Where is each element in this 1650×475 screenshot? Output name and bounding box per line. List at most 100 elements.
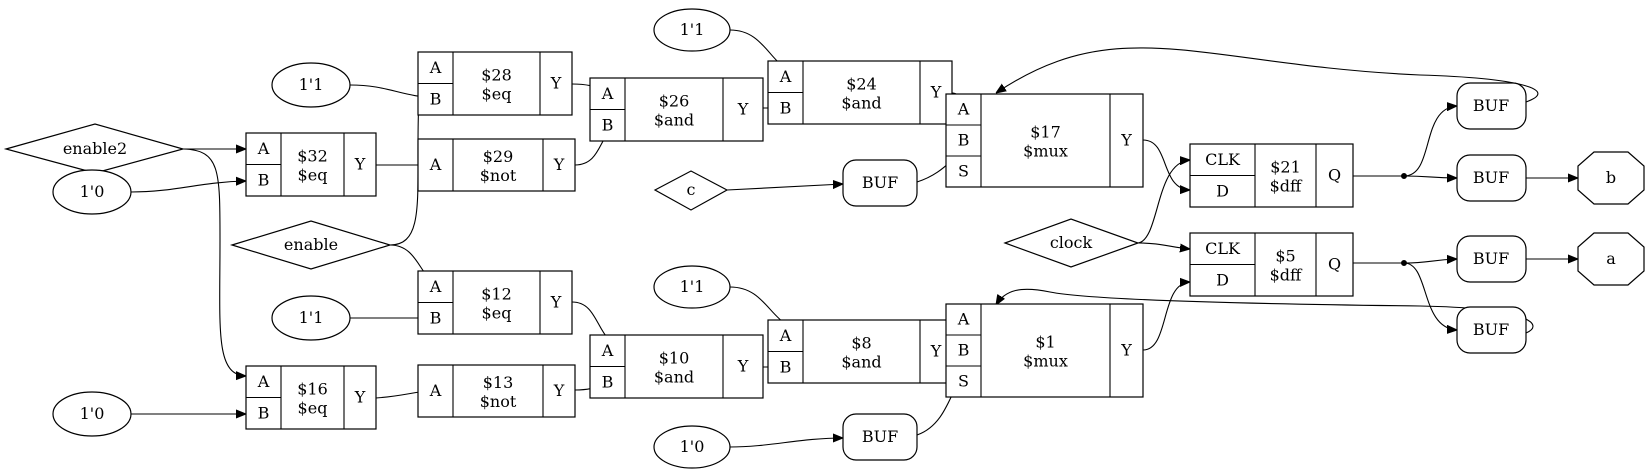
cell-c1-id: $1 — [1035, 333, 1055, 352]
cell-c5-port-out: Q — [1328, 255, 1341, 274]
cell-c24: AB $24$and Y — [767, 60, 953, 125]
wire-buftop-c17a — [996, 47, 1539, 103]
cell-c16-type: $eq — [298, 399, 328, 418]
cell-c17-id: $17 — [1030, 123, 1061, 142]
cell-c17-port-s: S — [958, 162, 969, 181]
cell-c1-port-b: B — [958, 341, 970, 360]
const-1-c-label: 1'1 — [680, 277, 705, 296]
cell-c13-type: $not — [480, 392, 517, 411]
cell-c17-port-a: A — [957, 100, 970, 119]
cell-c26-port-out: Y — [737, 100, 749, 119]
input-enable-label: enable — [284, 235, 338, 254]
wire-junction-buftop — [1403, 106, 1457, 177]
const-0-a-label: 1'0 — [80, 182, 105, 201]
cell-c13-port-out: Y — [553, 381, 565, 400]
cell-c32-type: $eq — [298, 166, 328, 185]
cell-c29-type: $not — [480, 166, 517, 185]
cell-c12-port-a: A — [429, 277, 442, 296]
cell-c16-id: $16 — [297, 380, 328, 399]
cell-c32-id: $32 — [297, 147, 328, 166]
cell-c24-type: $and — [841, 94, 881, 113]
cell-c8-port-out: Y — [930, 342, 942, 361]
wire-junction-bufbottom — [1403, 262, 1457, 330]
cell-c32-port-out: Y — [354, 155, 366, 174]
const-0-a: 1'0 — [52, 169, 132, 215]
buf-const0-label: BUF — [862, 427, 898, 446]
cell-c32-port-a: A — [257, 139, 270, 158]
cell-c28-port-b: B — [430, 89, 442, 108]
cell-c28-port-a: A — [429, 58, 442, 77]
const-1-a-label: 1'1 — [299, 75, 324, 94]
cell-c21-type: $dff — [1270, 177, 1303, 196]
cell-c8-type: $and — [841, 353, 881, 372]
const-1-c: 1'1 — [653, 265, 731, 309]
cell-c12: AB$12$eqY — [417, 270, 573, 335]
const-1-top-label: 1'1 — [680, 20, 705, 39]
cell-c10-port-a: A — [601, 341, 614, 360]
buf-c-label: BUF — [862, 173, 898, 192]
cell-c26-port-b: B — [602, 115, 614, 134]
input-c: c — [653, 170, 729, 211]
output-b-label: b — [1606, 168, 1616, 187]
cell-c13: A $13$not Y — [417, 364, 576, 418]
buf-a: BUF — [1456, 235, 1527, 283]
cell-c13-box — [417, 364, 576, 418]
buf-loop-bottom-label: BUF — [1473, 320, 1509, 339]
cell-c17-port-out: Y — [1120, 131, 1132, 150]
cell-c5-port-d: D — [1216, 270, 1229, 289]
buf-loop-top-label: BUF — [1473, 96, 1509, 115]
wire-junction-bufa — [1403, 259, 1457, 263]
output-b: b — [1577, 151, 1645, 205]
cell-c10-port-out: Y — [737, 357, 749, 376]
cell-c12-id: $12 — [481, 285, 512, 304]
buf-a-label: BUF — [1473, 249, 1509, 268]
const-0-c: 1'0 — [653, 425, 731, 469]
cell-c13-id: $13 — [483, 373, 514, 392]
const-0-b: 1'0 — [52, 391, 132, 437]
input-enable2: enable2 — [3, 123, 186, 174]
cell-c26-type: $and — [654, 111, 694, 130]
const-1-top: 1'1 — [653, 8, 731, 52]
cell-c12-port-b: B — [430, 308, 442, 327]
wire-const0c-buf — [729, 438, 843, 448]
cell-c24-id: $24 — [846, 75, 877, 94]
cell-c1-port-out: Y — [1120, 341, 1132, 360]
cell-c24-port-a: A — [779, 67, 792, 86]
input-clock-label: clock — [1050, 233, 1093, 252]
cell-c24-port-b: B — [780, 98, 792, 117]
cell-c29-id: $29 — [483, 147, 514, 166]
cell-c21-id: $21 — [1270, 158, 1301, 177]
cell-c5-id: $5 — [1275, 247, 1295, 266]
cell-c26-port-a: A — [601, 84, 614, 103]
cell-c21-port-clk: CLK — [1205, 150, 1241, 169]
const-1-b: 1'1 — [271, 295, 351, 341]
const-0-c-label: 1'0 — [680, 437, 705, 456]
cell-c16: AB$16$eqY — [245, 365, 377, 430]
cell-c29-box — [417, 138, 576, 192]
cell-c10-id: $10 — [659, 349, 690, 368]
cell-c24-port-out: Y — [930, 83, 942, 102]
cell-c12-type: $eq — [482, 304, 512, 323]
cell-c1-port-a: A — [957, 310, 970, 329]
buf-b: BUF — [1456, 154, 1527, 202]
cell-c5-type: $dff — [1270, 266, 1303, 285]
cell-c28-id: $28 — [481, 66, 512, 85]
buf-b-label: BUF — [1473, 168, 1509, 187]
wire-junction-bufb — [1403, 176, 1457, 178]
wire-clock-c5clk — [1137, 242, 1190, 249]
cell-c28-type: $eq — [482, 85, 512, 104]
const-1-a: 1'1 — [271, 62, 351, 108]
buf-loop-top: BUF — [1456, 82, 1527, 130]
cell-c28-port-out: Y — [550, 74, 562, 93]
wire-c1y-c5d — [1142, 282, 1190, 351]
cell-c21-port-out: Q — [1328, 166, 1341, 185]
cell-c17-port-b: B — [958, 131, 970, 150]
output-a-label: a — [1606, 249, 1616, 268]
cell-c1-port-s: S — [958, 372, 969, 391]
cell-c29-port-out: Y — [553, 155, 565, 174]
cell-c13-port-a: A — [429, 381, 442, 400]
cell-c10-port-b: B — [602, 372, 614, 391]
